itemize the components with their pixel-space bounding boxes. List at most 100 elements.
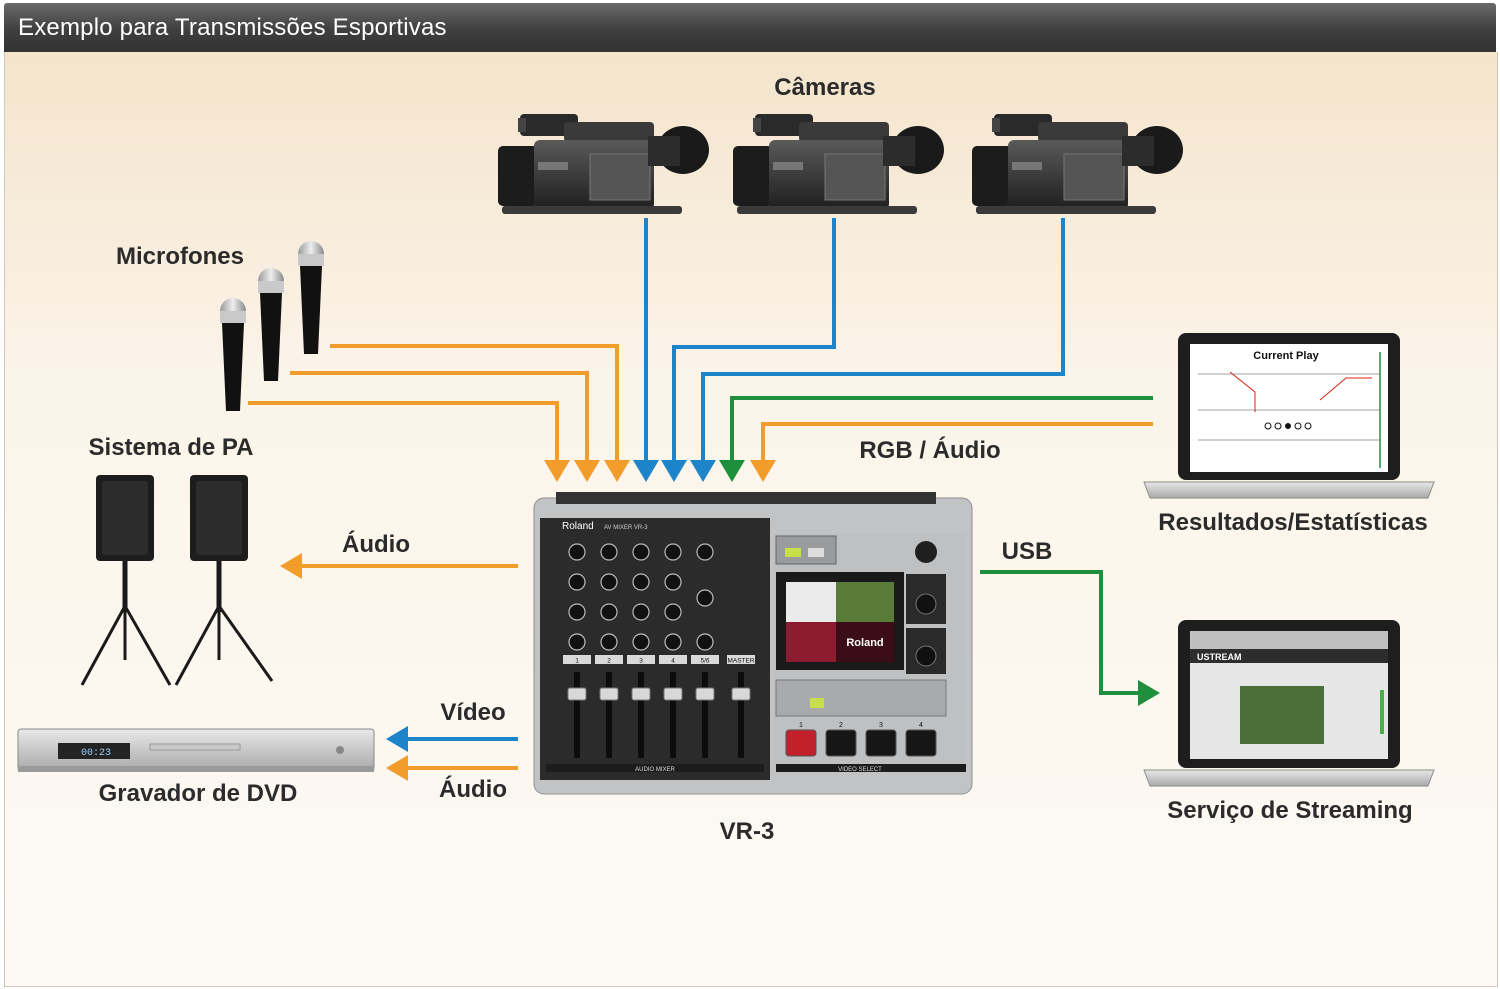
mixer-brand: Roland [562,521,594,532]
arrowhead [544,460,570,482]
select-button-number: 3 [879,722,883,729]
select-button-number: 2 [839,722,843,729]
blue-arrowheads [633,460,716,482]
knob [568,543,586,561]
channel-label-bg [563,655,591,664]
select-button [785,729,817,757]
camera-icon [498,114,709,214]
pa-audio-label: Áudio [342,530,410,558]
channel-label: 1 [575,658,579,665]
microphone-icon [220,298,246,411]
usb-line [980,570,1140,695]
arrowhead [690,460,716,482]
channel-label-bg [595,655,623,664]
dvd-recorder-icon: 00:23 [17,728,375,772]
select-button [865,729,897,757]
knob [664,633,682,651]
fader-slot [638,672,644,758]
arrowhead [280,553,302,579]
select-button-number: 4 [919,722,923,729]
knob [664,603,682,621]
knob [568,603,586,621]
knob [600,543,618,561]
camera-icon [733,114,944,214]
mic-line-1 [330,344,619,462]
video-select-buttons: 1 2 3 4 [785,722,937,757]
channel-label: 2 [607,658,611,665]
knob [696,633,714,651]
audio-mixer-label: AUDIO MIXER [635,767,675,773]
dvd-display-text: 00:23 [81,748,111,759]
header-bar: Exemplo para Transmissões Esportivas [4,3,1496,52]
microphone-audio-lines [248,344,1153,462]
arrowhead [386,726,408,752]
laptop-screen-title: Current Play [1253,350,1319,362]
knob [696,589,714,607]
fader-cap [599,687,619,701]
fader-cap [663,687,683,701]
arrowhead [633,460,659,482]
knob [568,633,586,651]
arrowhead [604,460,630,482]
video-select-label: VIDEO SELECT [838,767,882,773]
dvd-video-label: Vídeo [440,699,505,726]
camera-line-2 [672,218,836,462]
microphones-label: Microfones [116,243,244,270]
fader-slot [702,672,708,758]
mixer-model: AV MIXER VR-3 [604,525,648,531]
mixer-label: VR-3 [720,818,775,845]
channel-label-bg [727,655,755,664]
knob [664,543,682,561]
knob [632,633,650,651]
channel-label-bg [659,655,687,664]
knob [568,573,586,591]
mic-line-2 [290,371,589,462]
rgb-audio-label: RGB / Áudio [859,436,1000,464]
microphone-icon [258,268,284,381]
fader-slot [606,672,612,758]
knob-grid [568,543,714,651]
orange-arrowheads [544,460,776,482]
camera-icon [972,114,1183,214]
arrowhead [750,460,776,482]
fader-cap [695,687,715,701]
speaker-icon [80,475,172,686]
knob [600,603,618,621]
laptop-icon: Current Play [1143,333,1435,499]
select-button-number: 1 [799,722,803,729]
fader-slot [574,672,580,758]
channel-label-bg [627,655,655,664]
knob [632,573,650,591]
select-button [825,729,857,757]
channel-label: 3 [639,658,643,665]
streaming-label: Serviço de Streaming [1167,797,1412,824]
select-button [905,729,937,757]
arrowhead [661,460,687,482]
fader-cap [731,687,751,701]
camera-video-lines [644,218,1065,462]
dvd-recorder-label: Gravador de DVD [99,780,298,807]
knob [664,573,682,591]
pa-system-label: Sistema de PA [89,434,254,461]
microphone-icon [298,241,324,354]
fader-slot [670,672,676,758]
arrowhead [386,755,408,781]
fader-row [567,672,751,758]
knob [632,543,650,561]
results-label: Resultados/Estatísticas [1158,509,1427,536]
channel-label-bg [691,655,719,664]
channel-label: 5/6 [700,658,709,665]
dvd-audio-label: Áudio [439,775,507,803]
fader-cap [631,687,651,701]
fader-cap [567,687,587,701]
channel-label: 4 [671,658,675,665]
screen-brand: Roland [846,637,883,649]
laptop-icon: USTREAM [1143,620,1435,787]
rgb-line [730,396,1153,462]
fader-slot [738,672,744,758]
knob [632,603,650,621]
